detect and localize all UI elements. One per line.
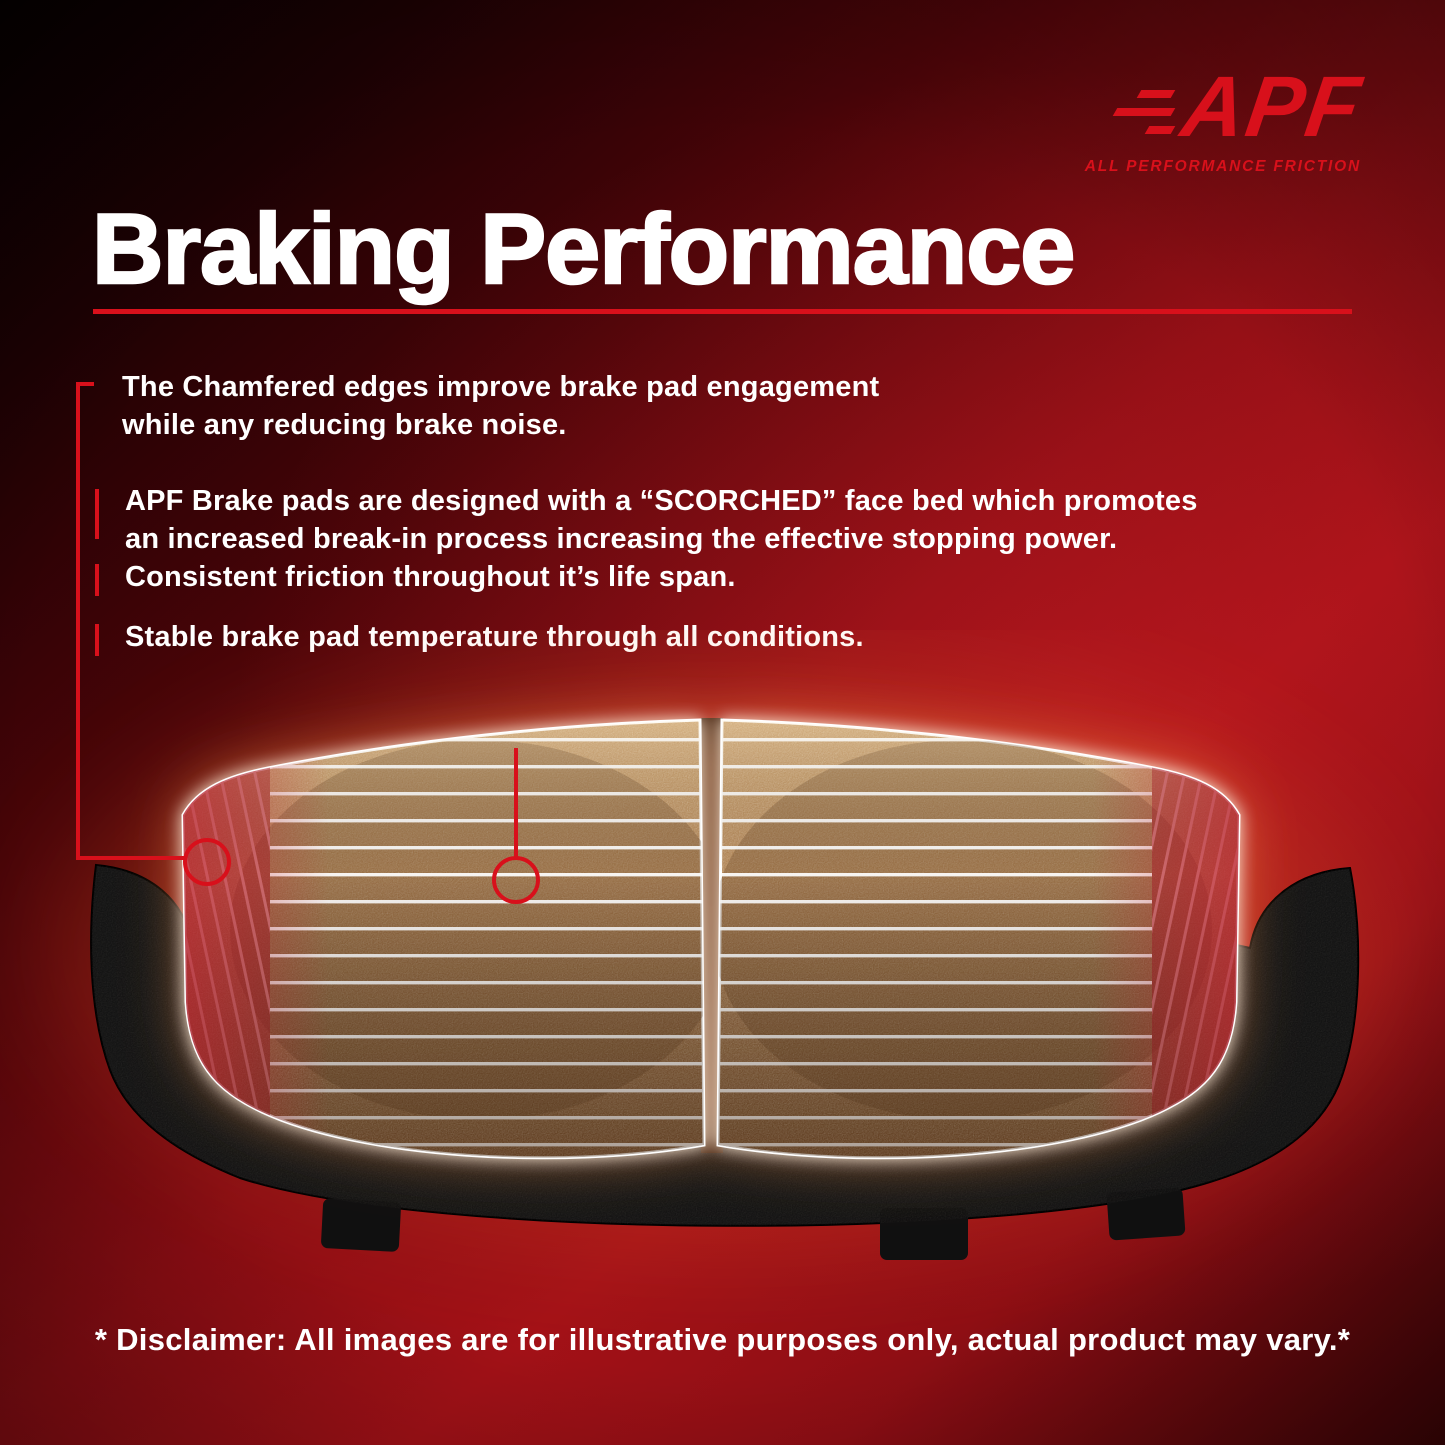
apf-logo: APF ALL PERFORMANCE FRICTION xyxy=(1051,59,1368,176)
page-title: Braking Performance xyxy=(91,192,1077,306)
callout-tick-2 xyxy=(95,489,99,539)
title-divider xyxy=(93,309,1352,314)
callout-bracket-bottom xyxy=(76,856,186,860)
callout-tick-4 xyxy=(95,624,99,656)
bullet-scorched-face: APF Brake pads are designed with a “SCOR… xyxy=(125,485,1198,555)
speed-lines-icon xyxy=(1112,85,1176,139)
callout-tick-3 xyxy=(95,564,99,596)
callout-bracket-vertical xyxy=(76,382,80,860)
bullet-chamfered-edges: The Chamfered edges improve brake pad en… xyxy=(122,371,880,441)
bullet-stable-temperature: Stable brake pad temperature through all… xyxy=(125,621,864,653)
brake-pads-image xyxy=(62,660,1382,1260)
logo-wordmark: APF xyxy=(1176,59,1368,155)
callout-circle-chamfer xyxy=(183,838,231,886)
callout-bracket-top xyxy=(76,382,94,386)
disclaimer-text: * Disclaimer: All images are for illustr… xyxy=(94,1322,1351,1357)
logo-row: APF xyxy=(1051,59,1368,155)
callout-line-face xyxy=(514,748,518,858)
logo-tagline: ALL PERFORMANCE FRICTION xyxy=(1084,158,1361,175)
callout-circle-face xyxy=(492,856,540,904)
bullet-consistent-friction: Consistent friction throughout it’s life… xyxy=(125,561,736,593)
